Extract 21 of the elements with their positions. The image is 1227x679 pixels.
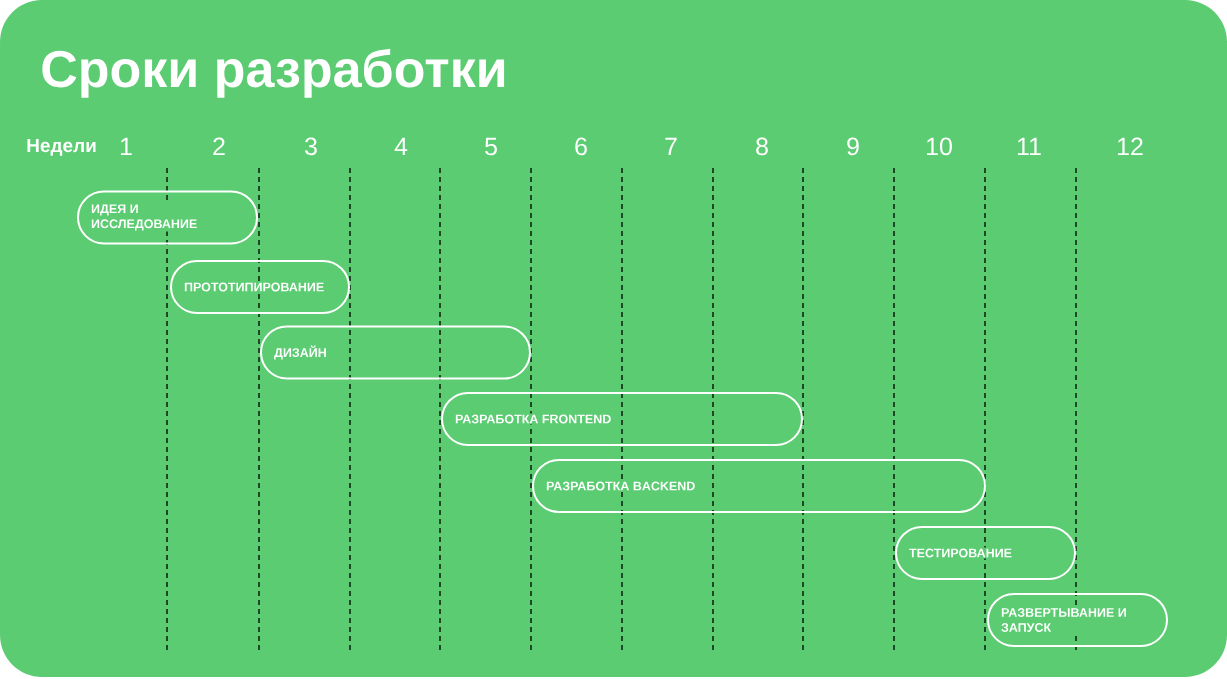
- task-bar: РАЗРАБОТКА BACKEND: [532, 459, 986, 513]
- week-number: 5: [485, 137, 497, 156]
- title: Сроки разработки: [42, 48, 505, 98]
- task-bar: ДИЗАЙН: [260, 325, 531, 380]
- week-number: 6: [575, 137, 587, 156]
- task-bar: ТЕСТИРОВАНИЕ: [895, 526, 1076, 580]
- week-number: 3: [305, 137, 317, 156]
- week-number: 4: [394, 137, 408, 155]
- task-bar: РАЗВЕРТЫВАНИЕ И ЗАПУСК: [987, 593, 1168, 647]
- week-number: 10: [927, 137, 952, 156]
- week-number: 8: [756, 137, 768, 156]
- week-number: 11: [1017, 137, 1041, 155]
- task-bar: ИДЕЯ И ИССЛЕДОВАНИЕ: [77, 190, 258, 245]
- task-bar: РАЗРАБОТКА FRONTEND: [441, 392, 803, 446]
- week-number: 1: [120, 137, 132, 155]
- week-number: 2: [213, 137, 225, 155]
- week-number: 7: [665, 137, 677, 155]
- week-number: 12: [1118, 137, 1143, 155]
- axis-label: Недели: [27, 138, 96, 156]
- week-number: 9: [847, 137, 859, 156]
- task-bar: ПРОТОТИПИРОВАНИЕ: [170, 260, 350, 314]
